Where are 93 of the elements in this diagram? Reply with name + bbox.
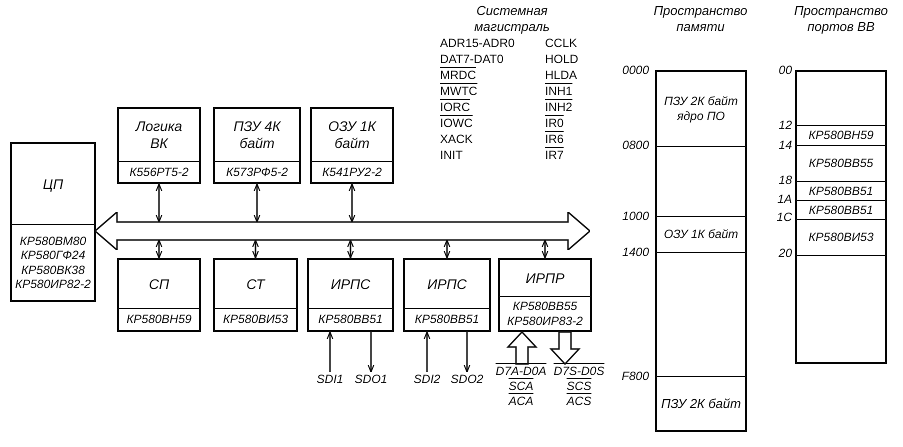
signal-name: IR0 (545, 116, 564, 130)
region-label: ОЗУ 1К байт (664, 227, 738, 242)
address-label: 20 (778, 246, 792, 260)
block-title: ЦП (42, 176, 64, 192)
address-label: 1400 (621, 245, 649, 260)
region-label: КР580ВВ55 (808, 156, 874, 171)
block-title: ИРПС (427, 276, 467, 292)
chip-block (213, 258, 298, 332)
block-title: ИРПР (526, 270, 564, 286)
region-label: КР580ВИ53 (808, 230, 874, 245)
address-label: 1000 (621, 209, 649, 224)
address-label: 0800 (621, 138, 649, 152)
address-map-column (795, 70, 887, 364)
signal-name: D7A-D0A (496, 364, 546, 379)
chip-type-label: КР580ВН59 (126, 312, 192, 327)
hollow-arrow (506, 330, 538, 365)
chip-type-label: К556РТ5-2 (129, 164, 189, 180)
double-arrow (444, 239, 450, 259)
chip-block (310, 107, 394, 184)
address-label: 14 (778, 138, 792, 152)
region-label: КР580ВН59 (808, 128, 874, 143)
double-arrow (542, 239, 548, 259)
block-title: ПЗУ 4К байт (232, 118, 282, 152)
chip-type-label: КР580ВВ51 (414, 312, 480, 327)
chip-block (117, 107, 201, 184)
region-label: КР580ВВ51 (808, 202, 874, 218)
signal-name: INH1 (545, 84, 572, 98)
address-label: 00 (778, 63, 792, 78)
block-title: СП (148, 276, 170, 292)
signal-name: HLDA (545, 68, 578, 82)
region-label: ПЗУ 2К байт ядро ПО (663, 94, 739, 123)
arrow (326, 331, 334, 372)
signal-name: SDI1 (316, 372, 344, 387)
arrow (368, 332, 374, 373)
double-arrow (254, 183, 260, 223)
chip-type-label: КР580ВМ80 КР580ГФ24 КР580ВК38 КР580ИР82-2 (14, 234, 92, 292)
block-title: ОЗУ 1К байт (327, 118, 378, 152)
section-heading: Пространство портов ВВ (793, 3, 889, 34)
signal-name: HOLD (545, 52, 578, 66)
signal-name: INIT (440, 148, 463, 162)
block-title: ИРПС (330, 276, 370, 292)
signal-name: SDO1 (354, 372, 388, 387)
region-label: КР580ВВ51 (808, 184, 874, 198)
address-region (657, 216, 745, 253)
signal-name: INH2 (545, 100, 572, 114)
chip-type-label: КР580ВИ53 (222, 312, 288, 327)
chip-block (10, 142, 96, 302)
chip-block (213, 107, 301, 184)
address-label: 1A (776, 192, 792, 206)
address-label: 0000 (621, 63, 649, 78)
address-map-column (655, 70, 747, 432)
hollow-arrow (549, 331, 581, 366)
arrow (424, 331, 430, 372)
chip-type-label: КР580ВВ51 (318, 312, 383, 327)
arrow (464, 332, 470, 373)
chip-block (498, 258, 592, 332)
double-arrow (252, 239, 259, 259)
signal-name: SCA (508, 379, 534, 394)
chip-type-label: К573РФ5-2 (226, 164, 288, 180)
signal-name: SCS (566, 379, 592, 394)
address-label: 18 (778, 173, 792, 188)
chip-block (403, 258, 491, 332)
signal-name: MRDC (440, 68, 476, 82)
double-arrow (156, 183, 162, 223)
signal-name: IR6 (545, 132, 564, 146)
chip-block (307, 258, 394, 332)
double-arrow (347, 239, 354, 259)
block-title: Логика ВК (134, 118, 184, 152)
signal-name: D7S-D0S (554, 364, 604, 379)
address-label: 12 (778, 118, 792, 132)
section-heading: Пространство памяти (652, 3, 748, 34)
chip-type-label: К541РУ2-2 (322, 164, 382, 180)
chip-type-label: КР580ВВ55 КР580ИР83-2 (506, 299, 584, 328)
section-heading: Системная магистраль (473, 3, 551, 34)
signal-name: CCLK (545, 36, 578, 50)
signal-name: IOWC (440, 116, 473, 130)
block-title: СТ (246, 276, 265, 292)
region-label: ПЗУ 2К байт (661, 396, 741, 412)
signal-name: IR7 (545, 148, 564, 162)
signal-name: ACS (566, 394, 592, 409)
signal-name: SDO2 (450, 372, 484, 387)
signal-name: IORC (440, 100, 470, 114)
double-arrow (156, 239, 162, 259)
signal-name: XACK (440, 132, 473, 146)
address-label: 1C (776, 210, 792, 224)
double-arrow (348, 183, 356, 223)
signal-name: SDI2 (414, 372, 440, 387)
signal-name: ACA (508, 394, 534, 409)
signal-name: ADR15-ADR0 (440, 36, 515, 50)
address-label: F800 (620, 369, 649, 384)
chip-block (117, 258, 201, 332)
signal-name: DAT7-DAT0 (440, 52, 504, 66)
signal-name: MWTC (440, 84, 478, 98)
